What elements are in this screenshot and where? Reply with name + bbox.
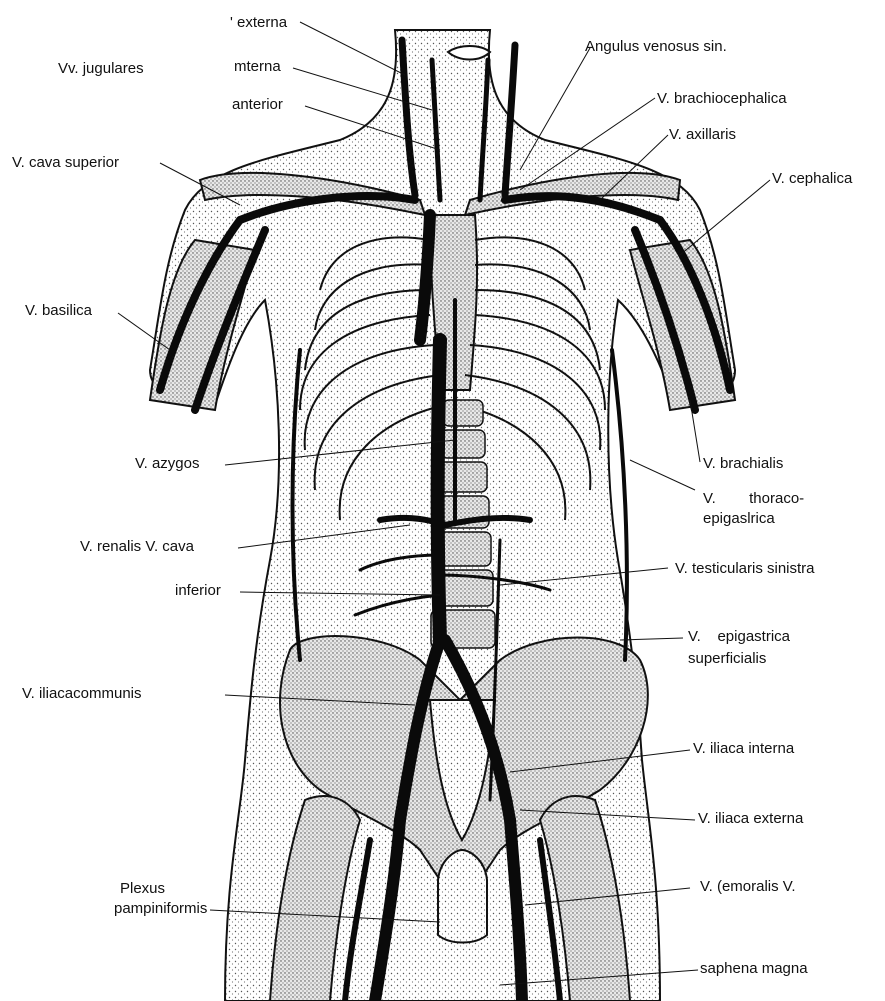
label-thoraco-2: epigaslrica <box>703 510 775 528</box>
label-jugular-interna: mterna <box>234 58 281 76</box>
label-angulus-venosus: Angulus venosus sin. <box>585 38 727 56</box>
label-basilica: V. basilica <box>25 302 92 320</box>
label-testicularis: V. testicularis sinistra <box>675 560 815 578</box>
label-plexus-1: Plexus <box>120 880 165 898</box>
label-axillaris: V. axillaris <box>669 126 736 144</box>
label-epigastrica-1: V. epigastrica <box>688 628 790 646</box>
label-jugulares: Vv. jugulares <box>58 60 144 78</box>
label-jugular-externa: ' externa <box>230 14 287 32</box>
label-cephalica: V. cephalica <box>772 170 852 188</box>
label-brachialis: V. brachialis <box>703 455 783 473</box>
label-jugular-anterior: anterior <box>232 96 283 114</box>
label-saphena-magna: saphena magna <box>700 960 808 978</box>
label-plexus-2: pampiniformis <box>114 900 207 918</box>
label-epigastrica-2: superficialis <box>688 650 766 668</box>
label-cava-inferior: inferior <box>175 582 221 600</box>
label-femoralis: V. (emoralis V. <box>700 878 796 896</box>
label-iliaca-interna: V. iliaca interna <box>693 740 794 758</box>
label-cava-superior: V. cava superior <box>12 154 119 172</box>
label-renalis: V. renalis V. cava <box>80 538 194 556</box>
label-iliacacommunis: V. iliacacommunis <box>22 685 142 703</box>
label-iliaca-externa: V. iliaca externa <box>698 810 803 828</box>
genital <box>438 850 487 943</box>
label-azygos: V. azygos <box>135 455 200 473</box>
label-brachiocephalica: V. brachiocephalica <box>657 90 787 108</box>
label-thoraco-1: V. thoraco- <box>703 490 855 508</box>
